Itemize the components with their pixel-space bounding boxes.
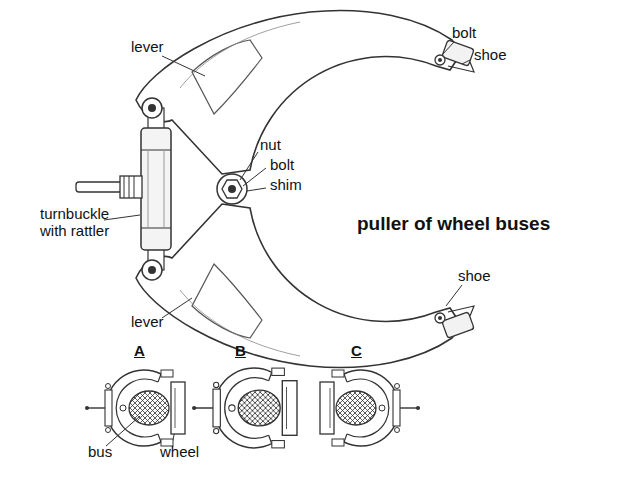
rattler-handle — [76, 182, 122, 192]
part-label: bus — [88, 443, 112, 460]
part-label: bolt — [270, 156, 294, 173]
part-label: lever — [131, 38, 164, 55]
stage-letter: A — [134, 342, 145, 359]
shim — [217, 174, 247, 204]
stage-letter: B — [235, 342, 246, 359]
stage-b — [192, 368, 297, 448]
pivot — [142, 98, 162, 118]
part-label: shim — [270, 176, 302, 193]
part-label: shoe — [474, 46, 507, 63]
stage-c — [320, 370, 420, 446]
diagram-title: puller of wheel buses — [357, 213, 550, 235]
turnbuckle — [141, 128, 171, 250]
part-label: turnbuckle with rattler — [40, 205, 140, 240]
stage-letter: C — [351, 342, 362, 359]
rattler — [120, 176, 142, 198]
part-label: shoe — [458, 267, 491, 284]
upper-lever — [136, 10, 474, 174]
nut — [222, 180, 242, 198]
stage-a — [85, 370, 185, 446]
part-label: bolt — [452, 24, 476, 41]
part-label: nut — [260, 136, 281, 153]
part-label: lever — [131, 313, 164, 330]
pivot — [142, 260, 162, 280]
part-label: wheel — [160, 443, 199, 460]
